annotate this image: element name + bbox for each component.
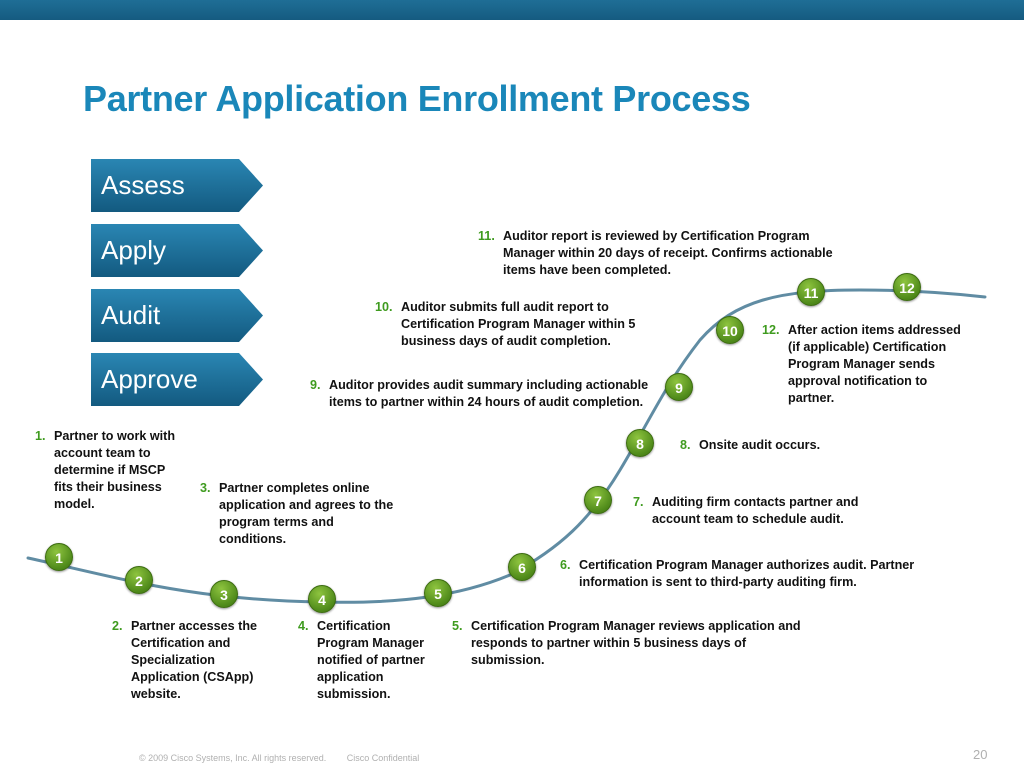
phase-label: Assess — [101, 170, 185, 200]
step-node-7: 7 — [584, 486, 612, 514]
phase-assess: Assess — [91, 159, 263, 212]
footer: © 2009 Cisco Systems, Inc. All rights re… — [139, 753, 437, 763]
step-text-12: 12. After action items addressed (if app… — [762, 322, 962, 407]
step-node-6: 6 — [508, 553, 536, 581]
step-node-12: 12 — [893, 273, 921, 301]
page-number: 20 — [973, 747, 988, 762]
step-description: After action items addressed (if applica… — [788, 323, 961, 405]
step-number: 3. — [200, 481, 211, 495]
step-description: Auditing firm contacts partner and accou… — [652, 495, 859, 526]
phase-label: Audit — [101, 300, 161, 330]
step-number: 12. — [762, 323, 780, 337]
phase-audit: Audit — [91, 289, 263, 342]
confidential-label: Cisco Confidential — [346, 753, 420, 763]
step-text-6: 6. Certification Program Manager authori… — [560, 557, 920, 591]
step-text-8: 8. Onsite audit occurs. — [680, 437, 880, 454]
step-number: 2. — [112, 619, 123, 633]
step-description: Partner completes online application and… — [219, 481, 394, 546]
phase-label: Approve — [101, 364, 198, 394]
phase-arrow-shape — [91, 224, 263, 277]
step-number: 9. — [310, 378, 321, 392]
step-node-10: 10 — [716, 316, 744, 344]
step-number: 11. — [478, 229, 495, 243]
step-node-2: 2 — [125, 566, 153, 594]
step-description: Auditor report is reviewed by Certificat… — [503, 229, 833, 277]
step-node-1: 1 — [45, 543, 73, 571]
step-number: 4. — [298, 619, 309, 633]
step-number: 7. — [633, 495, 644, 509]
phase-label: Apply — [101, 235, 167, 265]
step-node-4: 4 — [308, 585, 336, 613]
step-number: 5. — [452, 619, 463, 633]
phase-apply: Apply — [91, 224, 263, 277]
step-text-10: 10. Auditor submits full audit report to… — [375, 299, 675, 350]
step-number: 8. — [680, 438, 691, 452]
step-description: Auditor submits full audit report to Cer… — [401, 300, 636, 348]
step-description: Auditor provides audit summary including… — [329, 378, 649, 409]
copyright-text: © 2009 Cisco Systems, Inc. All rights re… — [139, 753, 327, 763]
step-description: Partner to work with account team to det… — [54, 429, 176, 511]
step-node-3: 3 — [210, 580, 238, 608]
phase-arrow-shape — [91, 159, 263, 212]
step-description: Partner accesses the Certification and S… — [131, 619, 258, 701]
top-banner — [0, 0, 1024, 20]
step-text-4: 4. Certification Program Manager notifie… — [298, 618, 438, 703]
step-text-3: 3. Partner completes online application … — [200, 480, 400, 548]
step-text-7: 7. Auditing firm contacts partner and ac… — [633, 494, 903, 528]
step-number: 6. — [560, 558, 571, 572]
step-description: Certification Program Manager authorizes… — [579, 558, 915, 589]
step-description: Certification Program Manager reviews ap… — [471, 619, 801, 667]
step-text-2: 2. Partner accesses the Certification an… — [112, 618, 272, 703]
step-node-5: 5 — [424, 579, 452, 607]
step-text-1: 1. Partner to work with account team to … — [35, 428, 185, 513]
step-number: 10. — [375, 300, 393, 314]
phase-approve: Approve — [91, 353, 263, 406]
step-node-9: 9 — [665, 373, 693, 401]
step-number: 1. — [35, 429, 46, 443]
phase-arrow-shape — [91, 289, 263, 342]
step-node-11: 11 — [797, 278, 825, 306]
phase-arrow-shape — [91, 353, 263, 406]
step-text-5: 5. Certification Program Manager reviews… — [452, 618, 822, 669]
step-description: Certification Program Manager notified o… — [317, 619, 425, 701]
page-title: Partner Application Enrollment Process — [83, 78, 751, 119]
step-description: Onsite audit occurs. — [699, 438, 821, 452]
step-text-11: 11. Auditor report is reviewed by Certif… — [478, 228, 858, 279]
step-text-9: 9. Auditor provides audit summary includ… — [310, 377, 650, 411]
step-node-8: 8 — [626, 429, 654, 457]
